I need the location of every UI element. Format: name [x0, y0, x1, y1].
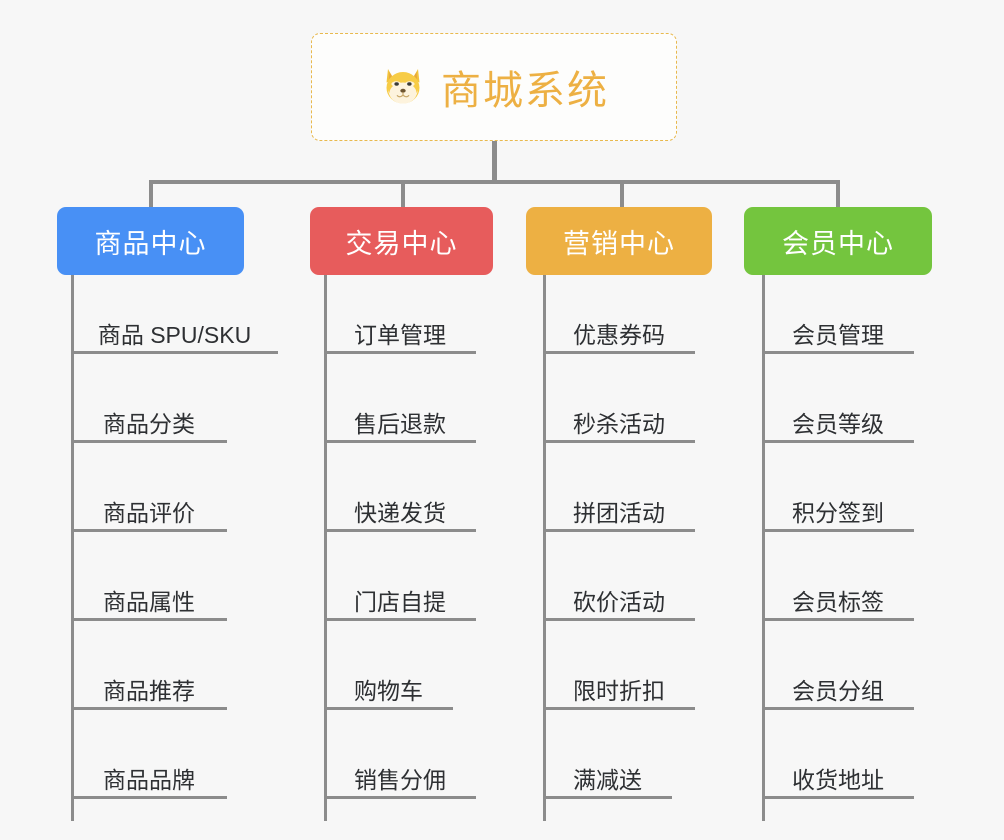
leaf-label: 会员分组 [792, 677, 884, 704]
branch-header-label-2: 营销中心 [563, 228, 675, 259]
leaf-label: 商品推荐 [103, 677, 195, 704]
leaf-item-2-3[interactable]: 砍价活动 [543, 577, 695, 621]
leaf-label: 砍价活动 [573, 588, 665, 615]
connector-drop-3 [836, 180, 840, 207]
leaf-label: 优惠券码 [573, 321, 665, 348]
root-title: 商城系统 [441, 69, 609, 113]
leaf-item-1-4[interactable]: 购物车 [324, 666, 453, 710]
leaf-item-2-1[interactable]: 秒杀活动 [543, 399, 695, 443]
leaf-label: 商品品牌 [103, 766, 195, 793]
leaf-label: 秒杀活动 [573, 410, 665, 437]
leaf-item-0-1[interactable]: 商品分类 [71, 399, 227, 443]
leaf-item-0-0[interactable]: 商品 SPU/SKU [71, 310, 278, 354]
leaf-item-3-4[interactable]: 会员分组 [762, 666, 914, 710]
leaf-item-2-2[interactable]: 拼团活动 [543, 488, 695, 532]
leaf-item-2-5[interactable]: 满减送 [543, 755, 672, 799]
branch-trunk-1 [324, 275, 327, 821]
leaf-label: 商品 SPU/SKU [97, 321, 252, 348]
leaf-label: 购物车 [354, 677, 423, 704]
connector-bus [150, 180, 840, 184]
leaf-item-0-4[interactable]: 商品推荐 [71, 666, 227, 710]
branch-header-label-1: 交易中心 [345, 228, 458, 259]
leaf-item-0-5[interactable]: 商品品牌 [71, 755, 227, 799]
branch-trunk-3 [762, 275, 765, 821]
leaf-label: 门店自提 [354, 588, 446, 615]
branch-header-3[interactable]: 会员中心 [744, 207, 932, 275]
leaf-label: 商品评价 [103, 499, 195, 526]
leaf-item-2-4[interactable]: 限时折扣 [543, 666, 695, 710]
leaf-label: 商品分类 [103, 410, 195, 437]
connector-drop-2 [620, 180, 624, 207]
leaf-label: 拼团活动 [573, 499, 665, 526]
leaf-item-1-1[interactable]: 售后退款 [324, 399, 476, 443]
leaf-label: 限时折扣 [573, 677, 665, 704]
leaf-label: 快递发货 [354, 499, 446, 526]
branch-header-0[interactable]: 商品中心 [57, 207, 244, 275]
leaf-label: 会员管理 [792, 321, 884, 348]
leaf-item-1-3[interactable]: 门店自提 [324, 577, 476, 621]
branch-header-label-0: 商品中心 [94, 228, 207, 259]
leaf-label: 满减送 [573, 766, 642, 793]
root-node[interactable]: 商城系统 [311, 33, 677, 141]
leaf-item-3-1[interactable]: 会员等级 [762, 399, 914, 443]
connector-drop-1 [401, 180, 405, 207]
connector-root-stem [492, 141, 497, 183]
dog-face-icon [379, 63, 427, 111]
leaf-label: 收货地址 [792, 766, 884, 793]
connector-drop-0 [149, 180, 153, 207]
leaf-label: 商品属性 [103, 588, 195, 615]
leaf-label: 销售分佣 [354, 766, 446, 793]
leaf-item-3-0[interactable]: 会员管理 [762, 310, 914, 354]
leaf-item-3-5[interactable]: 收货地址 [762, 755, 914, 799]
leaf-item-1-0[interactable]: 订单管理 [324, 310, 476, 354]
branch-trunk-0 [71, 275, 74, 821]
leaf-item-3-3[interactable]: 会员标签 [762, 577, 914, 621]
leaf-item-0-2[interactable]: 商品评价 [71, 488, 227, 532]
leaf-item-2-0[interactable]: 优惠券码 [543, 310, 695, 354]
branch-trunk-2 [543, 275, 546, 821]
branch-header-1[interactable]: 交易中心 [310, 207, 493, 275]
leaf-label: 会员等级 [792, 410, 884, 437]
leaf-label: 订单管理 [354, 321, 446, 348]
leaf-label: 售后退款 [354, 410, 446, 437]
branch-header-2[interactable]: 营销中心 [526, 207, 712, 275]
branch-header-label-3: 会员中心 [782, 228, 894, 259]
leaf-label: 积分签到 [792, 499, 884, 526]
leaf-item-3-2[interactable]: 积分签到 [762, 488, 914, 532]
leaf-label: 会员标签 [792, 588, 884, 615]
leaf-item-1-5[interactable]: 销售分佣 [324, 755, 476, 799]
leaf-item-1-2[interactable]: 快递发货 [324, 488, 476, 532]
leaf-item-0-3[interactable]: 商品属性 [71, 577, 227, 621]
